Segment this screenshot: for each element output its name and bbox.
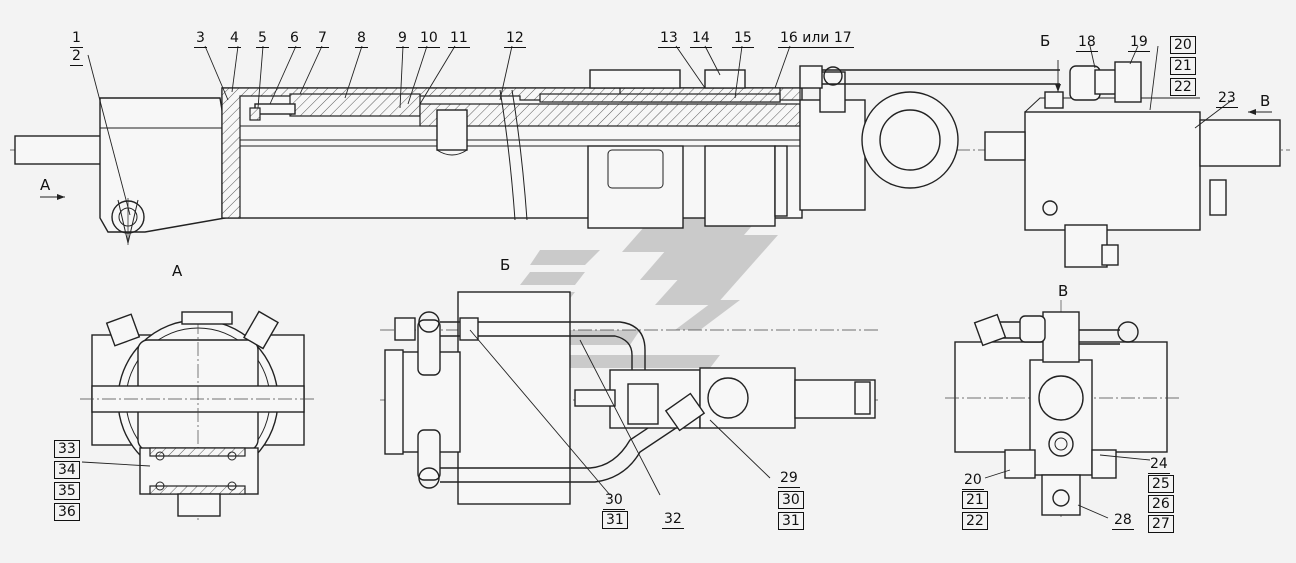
- callout-11: 11: [448, 30, 470, 48]
- callout-1: 1: [70, 30, 83, 48]
- callout-33: 33: [54, 440, 80, 458]
- callout-20-bottom: 20: [962, 472, 984, 490]
- view-label-b: Б: [500, 256, 511, 274]
- view-a-drawing: [80, 310, 315, 520]
- callout-10: 10: [418, 30, 440, 48]
- callout-31-left: 31: [602, 511, 628, 529]
- callout-26: 26: [1148, 495, 1174, 513]
- callout-23: 23: [1216, 90, 1238, 108]
- callout-31-right: 31: [778, 512, 804, 530]
- main-assembly-section: [10, 45, 1290, 268]
- callout-6: 6: [288, 30, 301, 48]
- view-label-a: А: [172, 262, 183, 280]
- callout-9: 9: [396, 30, 409, 48]
- callout-32: 32: [662, 511, 684, 529]
- callout-12: 12: [504, 30, 526, 48]
- callout-22-top: 22: [1170, 78, 1196, 96]
- view-v-drawing: [945, 300, 1180, 520]
- callout-28: 28: [1112, 512, 1134, 530]
- callout-5: 5: [256, 30, 269, 48]
- arrow-label-v: В: [1260, 92, 1271, 110]
- arrow-label-b: Б: [1040, 32, 1051, 50]
- callout-2: 2: [70, 48, 83, 66]
- callout-15: 15: [732, 30, 754, 48]
- callout-36: 36: [54, 503, 80, 521]
- callout-13: 13: [658, 30, 680, 48]
- callout-25: 25: [1148, 475, 1174, 493]
- callout-19: 19: [1128, 34, 1150, 52]
- callout-22-bottom: 22: [962, 512, 988, 530]
- callout-27: 27: [1148, 515, 1174, 533]
- view-b-drawing: [380, 291, 880, 505]
- callout-30-left: 30: [603, 492, 625, 510]
- callout-18: 18: [1076, 34, 1098, 52]
- callout-21-top: 21: [1170, 57, 1196, 75]
- callout-16-or-17: 16 или 17: [778, 30, 854, 48]
- callout-3: 3: [194, 30, 207, 48]
- view-label-v: В: [1058, 282, 1069, 300]
- arrow-label-a: А: [40, 176, 51, 194]
- callout-34: 34: [54, 461, 80, 479]
- callout-21-bottom: 21: [962, 491, 988, 509]
- callout-35: 35: [54, 482, 80, 500]
- callout-24: 24: [1148, 456, 1170, 474]
- callout-7: 7: [316, 30, 329, 48]
- callout-4: 4: [228, 30, 241, 48]
- callout-14: 14: [690, 30, 712, 48]
- callout-20-top: 20: [1170, 36, 1196, 54]
- callout-8: 8: [355, 30, 368, 48]
- callout-29: 29: [778, 470, 800, 488]
- callout-30-right: 30: [778, 491, 804, 509]
